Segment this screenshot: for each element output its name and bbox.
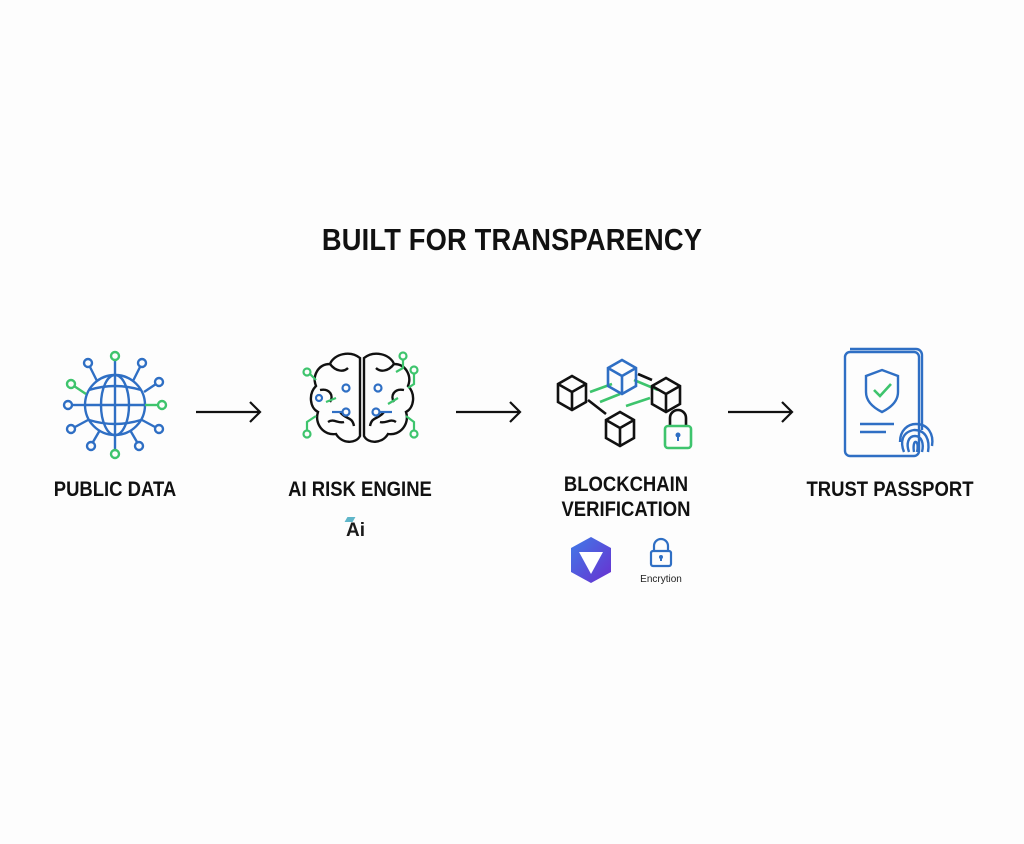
arrow-right-icon [728,401,794,423]
step-label-ai-risk-engine: AI RISK ENGINE [288,478,432,501]
label-line-1: BLOCKCHAIN [563,473,689,496]
padlock-icon [649,537,673,568]
step-label-public-data: PUBLIC DATA [53,478,177,501]
diagram-title: BUILT FOR TRANSPARENCY [321,222,703,257]
encryption-label: Encrytion [640,574,682,585]
label-line-2: VERIFICATION [561,498,691,521]
ai-logo-badge: Ai [344,517,365,542]
passport-shield-fingerprint-icon [843,347,934,458]
blockchain-cubes-icon [556,358,693,450]
step-label-blockchain-verification: BLOCKCHAIN VERIFICATION [520,472,731,522]
ai-badge-text: Ai [346,520,365,541]
brain-circuit-icon [302,351,419,443]
globe-network-icon [62,350,168,460]
step-label-trust-passport: TRUST PASSPORT [806,478,974,501]
hexagon-shield-logo-icon [571,537,611,583]
arrow-right-icon [196,401,262,423]
arrow-right-icon [456,401,522,423]
